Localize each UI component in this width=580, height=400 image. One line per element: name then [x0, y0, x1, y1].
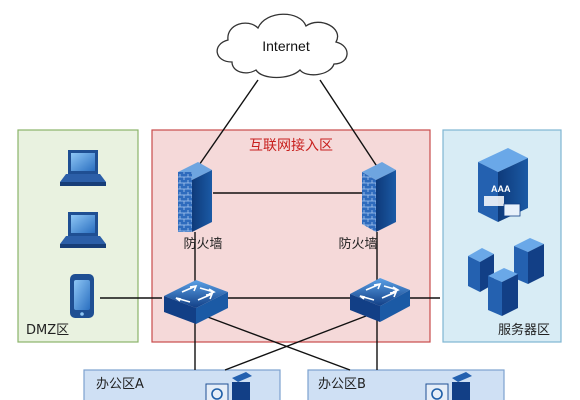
connections [100, 79, 440, 371]
link-right-switch-office-a [224, 315, 367, 371]
server-zone-label: 服务器区 [498, 322, 550, 338]
office-b-pc-icon [425, 372, 472, 400]
office-b-label: 办公区B [318, 377, 366, 392]
aaa-server-icon: AAA [478, 148, 528, 222]
firewall-left-icon [178, 162, 212, 232]
laptop-icon [60, 150, 106, 186]
switch-left-icon [164, 280, 228, 324]
server-icon [468, 248, 494, 292]
switch-right-icon [350, 278, 410, 322]
internet-label: Internet [262, 38, 310, 54]
firewall-right-icon [362, 162, 396, 232]
laptop-icon-2 [60, 212, 106, 248]
server-icon-3 [488, 268, 518, 316]
link-internet-fw-right [319, 79, 379, 169]
office-a-pc-icon [205, 372, 252, 400]
office-b-zone [307, 369, 505, 400]
firewall-left-label: 防火墙 [183, 236, 222, 252]
link-left-switch-office-b [204, 315, 351, 371]
firewall-right-label: 防火墙 [338, 236, 377, 252]
office-a-label: 办公区A [96, 377, 144, 392]
server-icon-2 [514, 238, 544, 284]
dmz-zone-label: DMZ区 [26, 323, 69, 338]
link-internet-fw-left [196, 79, 259, 169]
aaa-label: AAA [491, 184, 511, 194]
internet-cloud: Internet [216, 13, 348, 79]
mobile-phone-icon [70, 274, 94, 318]
access-zone-label: 互联网接入区 [249, 137, 333, 154]
